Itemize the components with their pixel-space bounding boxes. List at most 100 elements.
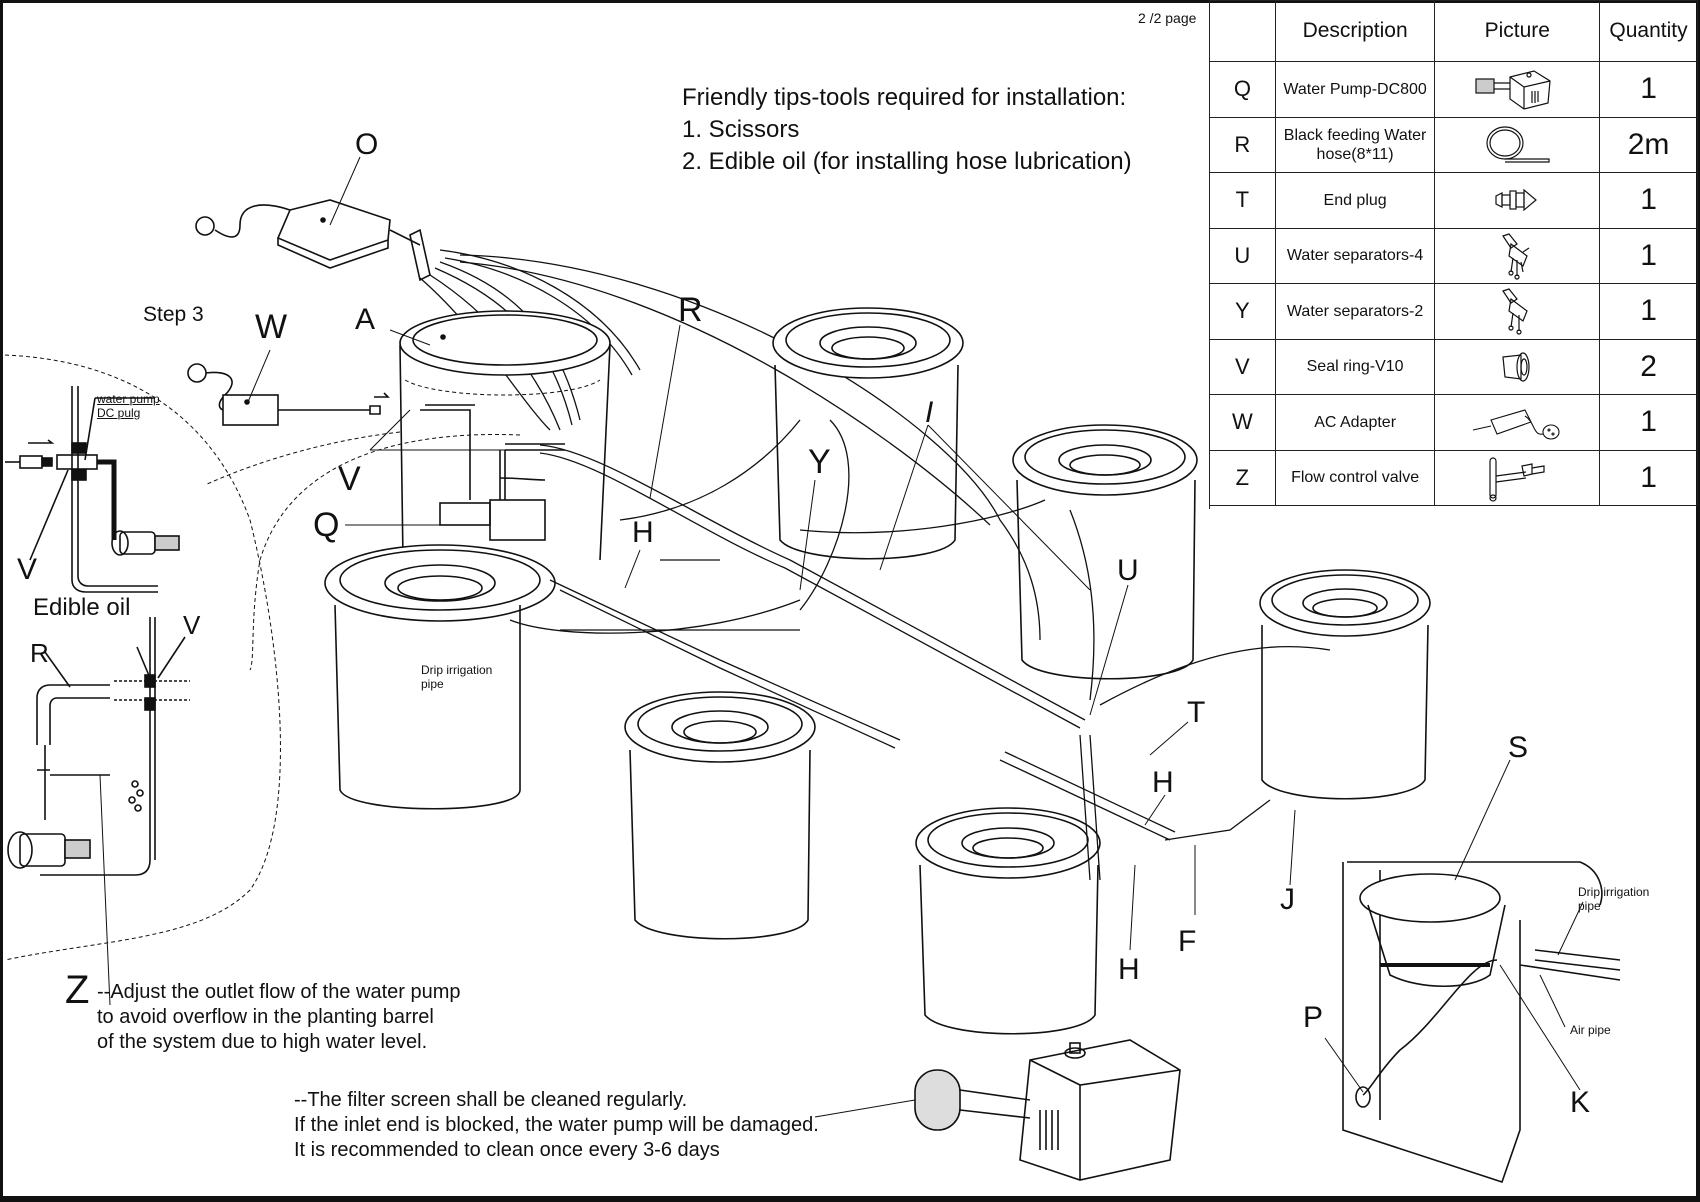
part-description: Water separators-2 bbox=[1274, 283, 1436, 340]
part-picture bbox=[1434, 172, 1601, 229]
callout-V: V bbox=[338, 460, 361, 498]
edible-oil-label: Edible oil bbox=[33, 594, 131, 621]
callout-R: R bbox=[30, 638, 49, 668]
filter-note: --The filter screen shall be cleaned reg… bbox=[294, 1088, 819, 1163]
ac-adapter-icon bbox=[1473, 409, 1560, 440]
part-quantity: 1 bbox=[1599, 449, 1698, 506]
note-line: It is recommended to clean once every 3-… bbox=[294, 1139, 720, 1161]
table-row: T End plug 1 bbox=[1209, 172, 1698, 229]
cutaway-bucket-detail bbox=[1342, 861, 1621, 1184]
growing-bucket-6 bbox=[915, 807, 1101, 1035]
callout-Y: Y bbox=[808, 443, 831, 481]
part-quantity: 2 bbox=[1599, 338, 1698, 395]
tips-item: 2. Edible oil (for installing hose lubri… bbox=[682, 148, 1132, 175]
table-bottom-rule bbox=[1209, 505, 1698, 509]
note-line: --The filter screen shall be cleaned reg… bbox=[294, 1089, 688, 1111]
part-picture bbox=[1434, 283, 1601, 340]
callout-J: J bbox=[1280, 883, 1295, 916]
part-description: Black feeding Water hose(8*11) bbox=[1274, 116, 1436, 173]
table-row: U Water separators-4 1 bbox=[1209, 227, 1698, 284]
drip-pipe-label: Drip irrigation pipe bbox=[421, 663, 493, 691]
part-picture bbox=[1434, 449, 1601, 506]
part-description: Water Pump-DC800 bbox=[1274, 61, 1436, 118]
ac-adapter-W bbox=[187, 363, 390, 426]
end-plug-icon bbox=[1495, 188, 1538, 212]
part-description: AC Adapter bbox=[1274, 394, 1436, 451]
water-pump-icon bbox=[1475, 70, 1551, 110]
table-row: Q Water Pump-DC800 1 bbox=[1209, 61, 1698, 118]
callout-V: V bbox=[17, 553, 38, 586]
part-description: End plug bbox=[1274, 172, 1436, 229]
callout-W: W bbox=[255, 308, 288, 346]
table-row: Y Water separators-2 1 bbox=[1209, 283, 1698, 340]
growing-bucket-2 bbox=[772, 307, 964, 560]
part-quantity: 1 bbox=[1599, 172, 1698, 229]
part-quantity: 1 bbox=[1599, 61, 1698, 118]
header-description: Description bbox=[1274, 0, 1436, 62]
tips-title: Friendly tips-tools required for install… bbox=[682, 84, 1127, 111]
drip-pipe-label: Drip irrigation pipe bbox=[1578, 885, 1650, 913]
header-code bbox=[1209, 0, 1276, 62]
callout-F: F bbox=[1178, 925, 1197, 958]
part-code: U bbox=[1209, 227, 1276, 284]
part-quantity: 2m bbox=[1599, 116, 1698, 173]
note-line: If the inlet end is blocked, the water p… bbox=[294, 1114, 819, 1136]
parts-table: Description Picture Quantity Q Water Pum… bbox=[1209, 0, 1698, 509]
note-line: of the system due to high water level. bbox=[97, 1031, 428, 1053]
note-line: --Adjust the outlet flow of the water pu… bbox=[97, 981, 461, 1003]
callout-T: T bbox=[1187, 696, 1206, 729]
water-pump-Q bbox=[420, 404, 565, 541]
table-row: R Black feeding Water hose(8*11) 2m bbox=[1209, 116, 1698, 173]
part-code: Y bbox=[1209, 283, 1276, 340]
part-picture bbox=[1434, 338, 1601, 395]
pump-plug-label: water pump DC pulg bbox=[97, 392, 160, 420]
part-picture bbox=[1434, 227, 1601, 284]
detail-arrow-2 bbox=[249, 434, 521, 671]
detail-arrow-1 bbox=[204, 431, 401, 486]
callout-S: S bbox=[1508, 731, 1529, 764]
table-row: W AC Adapter 1 bbox=[1209, 394, 1698, 451]
part-picture bbox=[1434, 394, 1601, 451]
callout-I: I bbox=[925, 396, 934, 429]
callout-K: K bbox=[1570, 1086, 1591, 1119]
part-quantity: 1 bbox=[1599, 394, 1698, 451]
part-quantity: 1 bbox=[1599, 227, 1698, 284]
feed-pipes bbox=[509, 419, 1331, 881]
part-code: Z bbox=[1209, 449, 1276, 506]
part-description: Flow control valve bbox=[1274, 449, 1436, 506]
leader-lines bbox=[99, 156, 1584, 1093]
growing-bucket-4 bbox=[1259, 569, 1431, 800]
part-code: R bbox=[1209, 116, 1276, 173]
pump-plug-detail bbox=[5, 386, 180, 593]
part-description: Seal ring-V10 bbox=[1274, 338, 1436, 395]
callout-Q: Q bbox=[313, 506, 340, 544]
pump-filter-closeup bbox=[814, 1039, 1181, 1181]
callout-P: P bbox=[1303, 1001, 1324, 1034]
detail-bubble-outline bbox=[4, 354, 281, 961]
hose-coil-icon bbox=[1486, 126, 1550, 163]
part-code: W bbox=[1209, 394, 1276, 451]
part-code: V bbox=[1209, 338, 1276, 395]
separator-4-icon bbox=[1502, 233, 1530, 280]
part-code: Q bbox=[1209, 61, 1276, 118]
note-line: to avoid overflow in the planting barrel bbox=[97, 1006, 434, 1028]
separator-2-icon bbox=[1502, 288, 1528, 335]
part-picture bbox=[1434, 116, 1601, 173]
header-picture: Picture bbox=[1434, 0, 1601, 62]
edible-oil-detail bbox=[7, 617, 190, 876]
seal-ring-icon bbox=[1502, 352, 1530, 382]
table-header: Description Picture Quantity bbox=[1209, 0, 1698, 62]
callout-O: O bbox=[355, 128, 379, 161]
part-code: T bbox=[1209, 172, 1276, 229]
part-quantity: 1 bbox=[1599, 283, 1698, 340]
callout-V: V bbox=[183, 610, 201, 640]
air-pipe-label: Air pipe bbox=[1570, 1023, 1611, 1037]
callout-H: H bbox=[632, 516, 654, 549]
installation-tips: Friendly tips-tools required for install… bbox=[682, 82, 1132, 178]
tips-item: 1. Scissors bbox=[682, 116, 800, 143]
callout-U: U bbox=[1117, 554, 1139, 587]
air-pump-O bbox=[195, 199, 431, 282]
z-note: --Adjust the outlet flow of the water pu… bbox=[97, 980, 461, 1055]
